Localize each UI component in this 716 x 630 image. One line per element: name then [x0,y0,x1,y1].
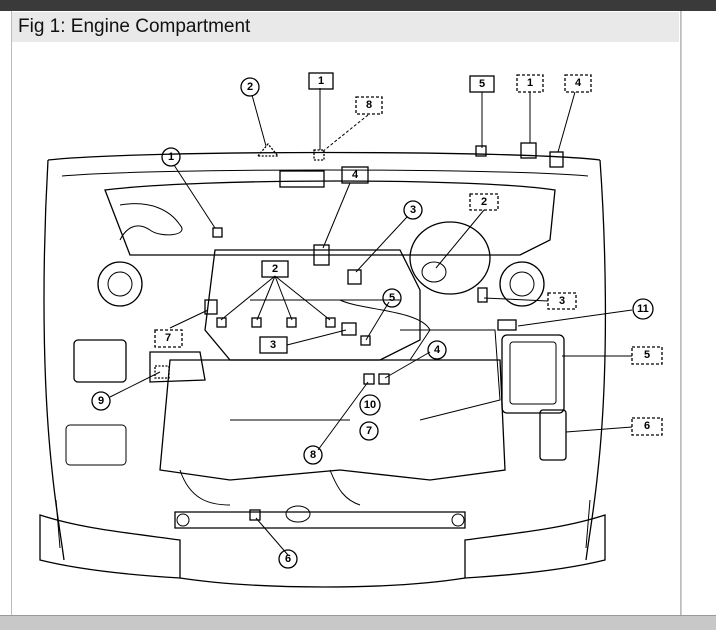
callout-dashed-8-top: 8 [355,96,383,115]
callout-label: 4 [434,344,441,356]
callout-circle-2-top-left: 2 [240,77,260,97]
callout-dashed-5-right: 5 [631,346,663,365]
callout-label: 1 [527,77,533,89]
figure-title-bar [12,12,679,42]
window-top-bar [0,0,716,11]
callout-circle-9-left: 9 [91,391,111,411]
callout-label: 2 [272,263,278,275]
callout-label: 8 [366,99,372,111]
callout-label: 10 [364,399,376,411]
callout-dashed-4-top-right: 4 [564,74,592,93]
callout-circle-4-engine: 4 [427,340,447,360]
callout-label: 1 [318,75,324,87]
callout-circle-6-bottom: 6 [278,549,298,569]
callout-circle-8-center: 8 [303,445,323,465]
callout-dashed-7-left: 7 [154,329,183,348]
callout-label: 2 [247,81,253,93]
callout-circle-1-left: 1 [161,147,181,167]
callout-label: 5 [389,292,395,304]
callout-label: 3 [410,204,416,216]
callout-circle-3-intake: 3 [403,200,423,220]
bottom-scrollbar[interactable] [0,615,716,630]
vehicle-outline [39,151,607,588]
callout-label: 5 [644,349,650,361]
callout-dashed-3-right: 3 [547,292,577,310]
callout-circle-5-engine: 5 [382,288,402,308]
component-markers [154,142,564,521]
callout-box-1-top: 1 [308,72,334,90]
callout-label: 4 [575,77,582,89]
callout-circle-11-right: 11 [632,298,654,320]
callout-label: 7 [366,425,372,437]
callout-label: 8 [310,449,316,461]
callout-label: 1 [168,151,174,163]
callout-label: 3 [270,339,276,351]
callout-dashed-2-booster: 2 [469,193,499,211]
callout-label: 6 [285,553,291,565]
callout-box-3-engine: 3 [259,336,288,354]
right-scroll-panel[interactable] [681,11,716,615]
callout-label: 9 [98,395,104,407]
callout-circle-10-center: 10 [359,394,381,416]
figure-title: Fig 1: Engine Compartment [18,16,251,37]
callout-dashed-1-top-right: 1 [516,74,544,93]
callout-label: 4 [352,169,359,181]
callout-label: 3 [559,295,565,307]
callout-box-4-mid: 4 [341,166,369,184]
callout-circle-7-center: 7 [359,421,379,441]
callout-label: 11 [637,303,649,315]
leader-lines [109,88,633,556]
callout-box-5-top: 5 [469,75,495,93]
callout-label: 2 [481,196,487,208]
callout-box-2-engine: 2 [261,260,289,278]
callout-label: 5 [479,78,485,90]
callout-dashed-6-right: 6 [631,417,663,436]
callout-label: 6 [644,420,650,432]
callout-label: 7 [165,332,171,344]
